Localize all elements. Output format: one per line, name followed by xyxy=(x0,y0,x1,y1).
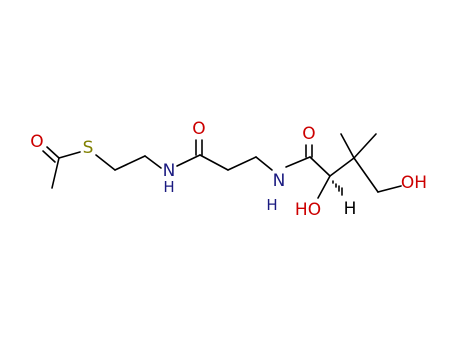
atom-sulfur: S xyxy=(83,138,94,158)
atom-o-amide2: O xyxy=(302,124,315,144)
atom-o-acetyl: O xyxy=(30,132,43,152)
atom-n-amide2: N xyxy=(273,171,286,191)
bond-quaternary-ch2 xyxy=(353,157,379,193)
bond-carbonyl-ch2-b xyxy=(199,154,229,171)
atom-h-amide2: H xyxy=(266,196,277,214)
bond-methyl-carbonyl xyxy=(51,157,60,189)
bond-n1-carbonyl xyxy=(176,154,201,167)
bond-stereocenter-oh xyxy=(317,175,331,199)
bond-n2-carbonyl xyxy=(285,156,311,168)
bond-ch2-oh xyxy=(377,185,402,193)
hashed-stereo-bond xyxy=(332,180,343,196)
bond-ch2-n1 xyxy=(144,155,162,169)
atom-h-amide1: H xyxy=(163,178,174,196)
bond-ch2-ch2 xyxy=(114,155,146,171)
atom-o-amide1: O xyxy=(192,119,205,139)
atom-oh-primary: OH xyxy=(401,173,427,193)
atom-oh-secondary: HO xyxy=(295,200,321,220)
bonds xyxy=(42,133,402,199)
bond-sulfur-ch2 xyxy=(95,154,116,171)
bond-carbonyl-stereocenter xyxy=(309,156,331,177)
bond-carbonyl-sulfur xyxy=(58,151,81,159)
bond-stereocenter-quaternary xyxy=(329,157,355,177)
bond-quaternary-methyl-b xyxy=(353,133,377,159)
bond-quaternary-methyl-a xyxy=(340,133,355,159)
bond-ch2-ch2-b xyxy=(227,156,257,171)
bond-acetyl-co-double-b xyxy=(42,150,56,163)
bond-ch2-n2 xyxy=(255,156,273,171)
bond-acetyl-co-double-a xyxy=(46,146,60,159)
atom-labels: O S N H O H N O HO H OH xyxy=(30,119,427,220)
atom-n-amide1: N xyxy=(163,161,176,181)
atom-h-stereo: H xyxy=(344,199,357,219)
